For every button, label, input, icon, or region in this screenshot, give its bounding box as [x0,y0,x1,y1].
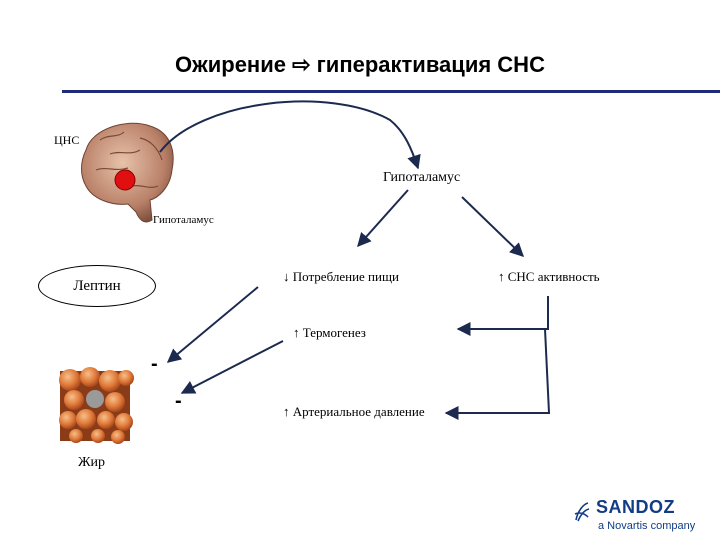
leptin-node: Лептин [38,265,156,307]
thermogenesis-label: ↑ Термогенез [293,325,366,340]
arrow-cns-to-hypothalamus [159,100,421,170]
arrow-sns-to-blood-pressure [444,328,551,420]
hypothalamus-marker [114,169,136,191]
slide-title: Ожирение ⇨ гиперактивация СНС [175,52,545,77]
brain-image [81,122,174,223]
cns-label: ЦНС [54,133,80,147]
arrow-sns-to-thermogenesis [456,296,549,336]
food-intake-label: ↓ Потребление пищи [283,269,399,284]
sandoz-logo-icon [574,502,590,522]
sns-activity-label: ↑ СНС активность [498,269,600,284]
blood-pressure-label: ↑ Артериальное давление [283,404,425,419]
logo-subtitle: a Novartis company [598,520,696,532]
fat-cells-image [59,367,134,444]
arrow-food-to-fat [166,286,259,363]
hypothalamus-label: Гипоталамус [383,170,461,185]
inhibition-sign-1: - [151,353,158,375]
arrow-to-food-intake [357,189,409,248]
title-rule [62,90,720,93]
leptin-label: Лептин [73,277,121,294]
arrow-thermo-to-fat [180,340,284,394]
logo-brand: SANDOZ [596,497,675,517]
arrow-to-sns-activity [461,196,525,257]
hypothalamus-brain-label: Гипоталамус [153,214,214,226]
fat-label: Жир [78,455,106,470]
inhibition-sign-2: - [175,390,182,412]
